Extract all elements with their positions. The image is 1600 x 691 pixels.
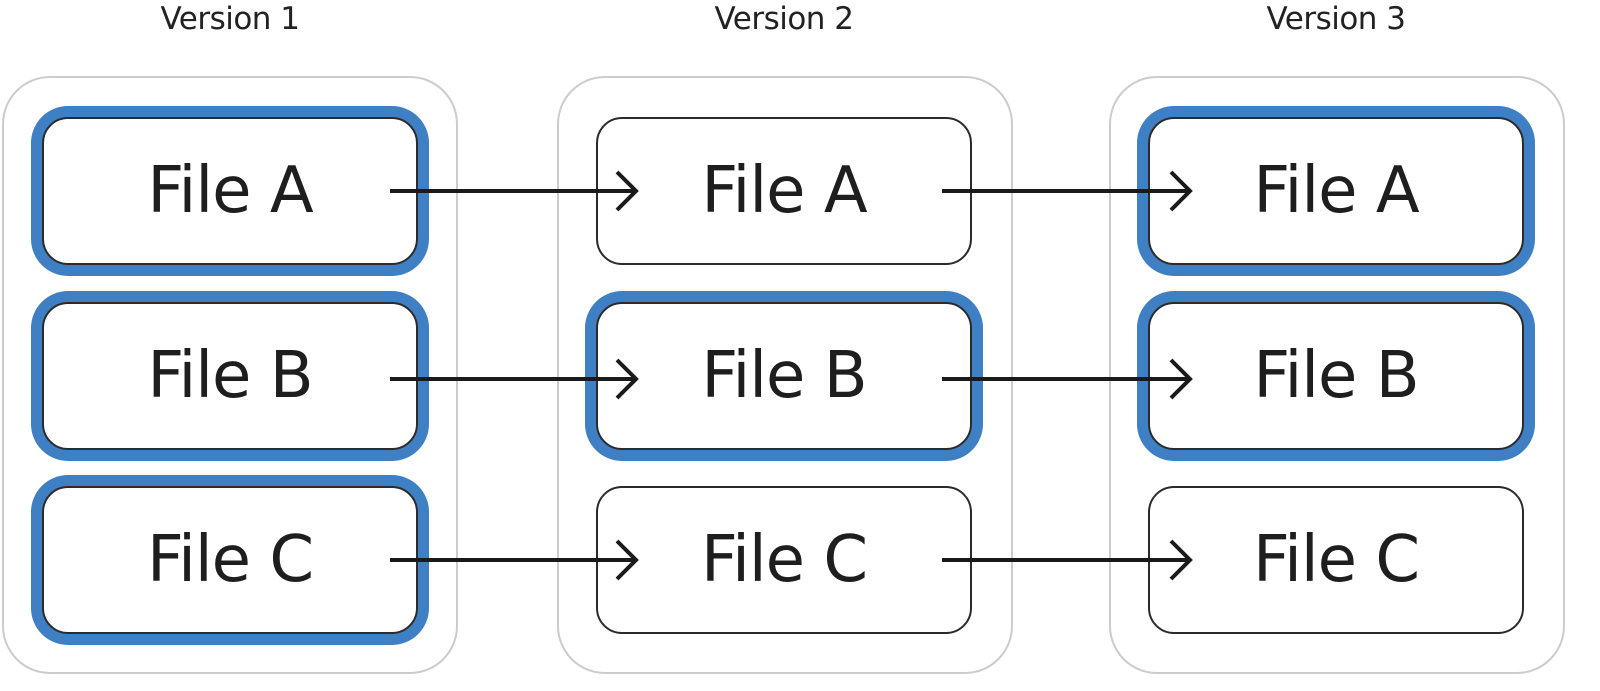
v2-file-c-box: File C — [596, 486, 972, 634]
file-label: File C — [146, 523, 314, 597]
file-label: File A — [1253, 154, 1419, 228]
version-3-title: Version 3 — [1266, 1, 1406, 37]
v2-file-a-box: File A — [596, 117, 972, 265]
v2-file-b-box: File B — [596, 302, 972, 450]
v3-file-a-box: File A — [1148, 117, 1524, 265]
v1-file-c-box: File C — [42, 486, 418, 634]
v3-file-b-box: File B — [1148, 302, 1524, 450]
file-label: File B — [1253, 339, 1419, 413]
file-label: File A — [701, 154, 867, 228]
file-label: File A — [147, 154, 313, 228]
file-label: File C — [1252, 523, 1420, 597]
version-1-title: Version 1 — [160, 1, 300, 37]
file-label: File B — [701, 339, 867, 413]
file-label: File C — [700, 523, 868, 597]
v3-file-c-box: File C — [1148, 486, 1524, 634]
file-label: File B — [147, 339, 313, 413]
v1-file-a-box: File A — [42, 117, 418, 265]
version-2-title: Version 2 — [714, 1, 854, 37]
v1-file-b-box: File B — [42, 302, 418, 450]
